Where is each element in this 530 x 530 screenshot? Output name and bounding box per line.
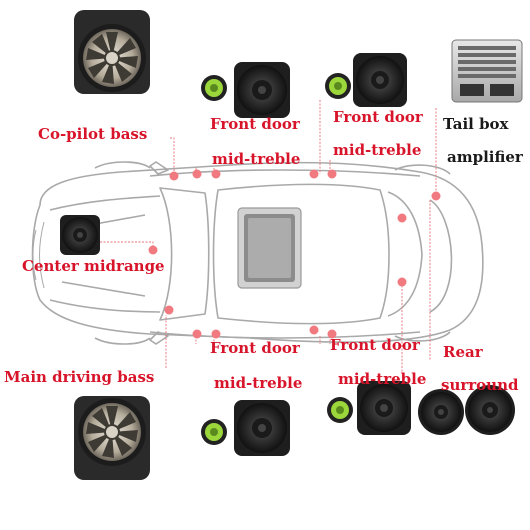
sunroof (237, 207, 302, 289)
marker-dot (309, 325, 319, 335)
label-mid-treble-top-left: mid-treble (212, 150, 301, 168)
marker-dot (327, 169, 337, 179)
label-front-door-bottom-left: Front door (210, 339, 300, 357)
label-front-door-top-right: Front door (333, 108, 423, 126)
label-mid-treble-bottom-right: mid-treble (338, 370, 427, 388)
marker-dot (211, 329, 221, 339)
subwoofer-icon (74, 396, 150, 480)
marker-dot (327, 329, 337, 339)
midrange-speaker-icon (234, 62, 290, 118)
label-copilot-bass: Co-pilot bass (38, 125, 148, 143)
label-mid-treble-top-right: mid-treble (333, 141, 422, 159)
marker-dot (148, 245, 158, 255)
tweeter-icon (201, 75, 227, 101)
amplifier-icon (451, 39, 523, 103)
label-front-door-bottom-right: Front door (330, 336, 420, 354)
marker-dot (309, 169, 319, 179)
label-main-driving-bass: Main driving bass (4, 368, 155, 386)
marker-dots (148, 169, 441, 339)
label-surround: surround (441, 376, 519, 394)
tweeter-icon (325, 73, 351, 99)
label-amplifier: amplifier (447, 148, 523, 166)
midrange-speaker-icon (357, 381, 411, 435)
marker-dot (164, 305, 174, 315)
marker-dot (397, 277, 407, 287)
marker-dot (192, 329, 202, 339)
tweeter-icon (201, 419, 227, 445)
marker-dot (169, 171, 179, 181)
midrange-speaker-icon (60, 215, 100, 255)
label-mid-treble-bottom-left: mid-treble (214, 374, 303, 392)
label-front-door-top-left: Front door (210, 115, 300, 133)
marker-dot (397, 213, 407, 223)
marker-dot (192, 169, 202, 179)
tweeter-icon (327, 397, 353, 423)
midrange-speaker-icon (418, 389, 464, 435)
midrange-speaker-icon (465, 385, 515, 435)
car-topview-icon (31, 161, 484, 345)
label-rear: Rear (443, 343, 483, 361)
subwoofer-icon (74, 10, 150, 94)
midrange-speaker-icon (234, 400, 290, 456)
midrange-speaker-icon (353, 53, 407, 107)
label-tail-box: Tail box (443, 115, 509, 133)
marker-dot (211, 169, 221, 179)
marker-dot (431, 191, 441, 201)
label-center-midrange: Center midrange (22, 257, 165, 275)
